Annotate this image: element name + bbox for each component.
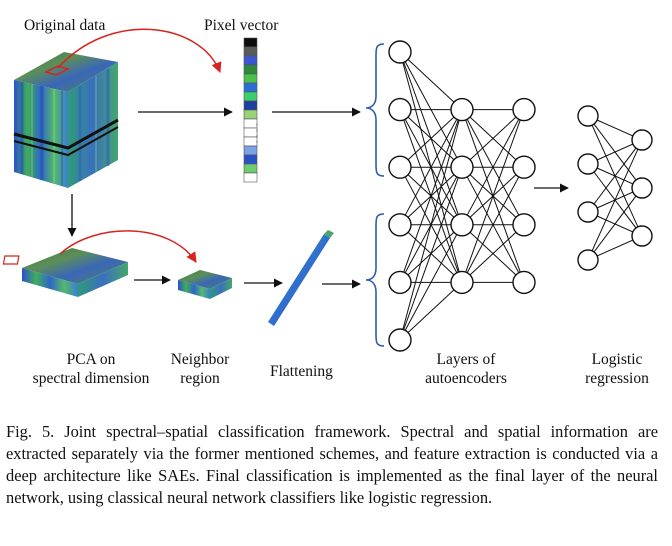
network-connection	[399, 51, 463, 110]
network-connection	[461, 109, 525, 283]
label-pca: PCA on spectral dimension	[16, 350, 166, 388]
label-neighbor-line1: Neighbor	[170, 351, 230, 368]
pixel-vector-cell	[243, 127, 258, 138]
network-connection	[461, 166, 525, 283]
label-original-data: Original data	[24, 17, 106, 34]
autoencoder-neurons	[388, 40, 536, 352]
label-pca-line2: spectral dimension	[32, 370, 150, 387]
pixel-vector-cell	[243, 154, 258, 165]
pixel-vector-cell	[243, 91, 258, 102]
neuron-node	[512, 155, 536, 179]
neuron-node	[388, 270, 412, 295]
pixel-vector-cell	[243, 145, 258, 156]
pixel-vector-cell	[243, 82, 258, 93]
red-arrow-neighbor	[59, 230, 197, 263]
label-pca-line1: PCA on	[66, 351, 116, 368]
neuron-node	[388, 155, 412, 179]
neuron-node	[577, 201, 599, 223]
neuron-node	[388, 97, 412, 122]
neuron-node	[512, 97, 536, 122]
pixel-vector-cell	[243, 172, 258, 183]
neuron-node	[450, 155, 474, 179]
neuron-node	[577, 249, 599, 271]
original-data-cube	[13, 52, 119, 188]
label-layers-line1: Layers of	[436, 351, 496, 368]
label-logistic-line1: Logistic	[591, 351, 643, 368]
neuron-node	[631, 225, 653, 247]
label-layers-line2: autoencoders	[425, 370, 507, 387]
red-arrow-pixel	[57, 28, 222, 73]
logistic-neurons	[577, 105, 653, 271]
pca-slab	[2, 248, 128, 297]
framework-diagram: Original data Pixel vector PCA on spectr…	[2, 17, 662, 388]
label-logistic: Logistic regression	[572, 350, 662, 388]
network-connection	[399, 109, 463, 226]
pixel-vector-cell	[243, 118, 258, 129]
neuron-node	[450, 97, 474, 122]
neuron-node	[512, 270, 536, 295]
figure-caption: Fig. 5. Joint spectral–spatial classific…	[6, 421, 658, 509]
neuron-node	[388, 213, 412, 237]
caption-text: Fig. 5. Joint spectral–spatial classific…	[6, 422, 658, 507]
diagram-canvas	[2, 28, 653, 352]
pixel-vector-column	[243, 37, 258, 183]
label-logistic-line2: regression	[585, 370, 649, 387]
network-connection	[399, 109, 463, 168]
neuron-node	[631, 177, 653, 199]
label-neighbor: Neighbor region	[160, 350, 240, 388]
pixel-vector-cell	[243, 100, 258, 111]
network-connection	[587, 139, 643, 213]
neuron-node	[388, 40, 412, 64]
neuron-node	[631, 129, 653, 151]
network-connection	[399, 224, 463, 341]
neuron-node	[450, 270, 474, 295]
neuron-node	[450, 213, 474, 237]
network-connection	[399, 109, 463, 341]
pixel-vector-cell	[243, 163, 258, 174]
network-connection	[461, 109, 525, 226]
neuron-node	[388, 328, 412, 352]
label-neighbor-line2: region	[180, 370, 220, 387]
neighbor-block	[178, 270, 232, 299]
pixel-vector-cell	[243, 64, 258, 75]
neuron-node	[577, 153, 599, 175]
brace-spatial	[365, 213, 385, 347]
pixel-vector-cell	[243, 73, 258, 84]
brace-spectral	[365, 43, 385, 177]
autoencoder-connections	[399, 51, 525, 341]
network-connection	[399, 282, 463, 341]
pixel-vector-cell	[243, 109, 258, 120]
network-connection	[587, 187, 643, 261]
pixel-vector-cell	[243, 136, 258, 147]
neuron-node	[512, 213, 536, 237]
neuron-node	[577, 105, 599, 127]
pixel-vector-cell	[243, 55, 258, 66]
network-connection	[461, 224, 525, 283]
network-connection	[587, 139, 643, 261]
label-layers: Layers of autoencoders	[410, 350, 522, 388]
pixel-vector-cell	[243, 37, 258, 48]
network-connection	[399, 167, 463, 341]
flattened-rod	[268, 230, 334, 326]
network-connection	[399, 109, 463, 283]
label-flattening: Flattening	[270, 363, 333, 380]
pixel-vector-cell	[243, 46, 258, 57]
network-connection	[461, 109, 525, 168]
label-pixel-vector: Pixel vector	[204, 17, 279, 34]
